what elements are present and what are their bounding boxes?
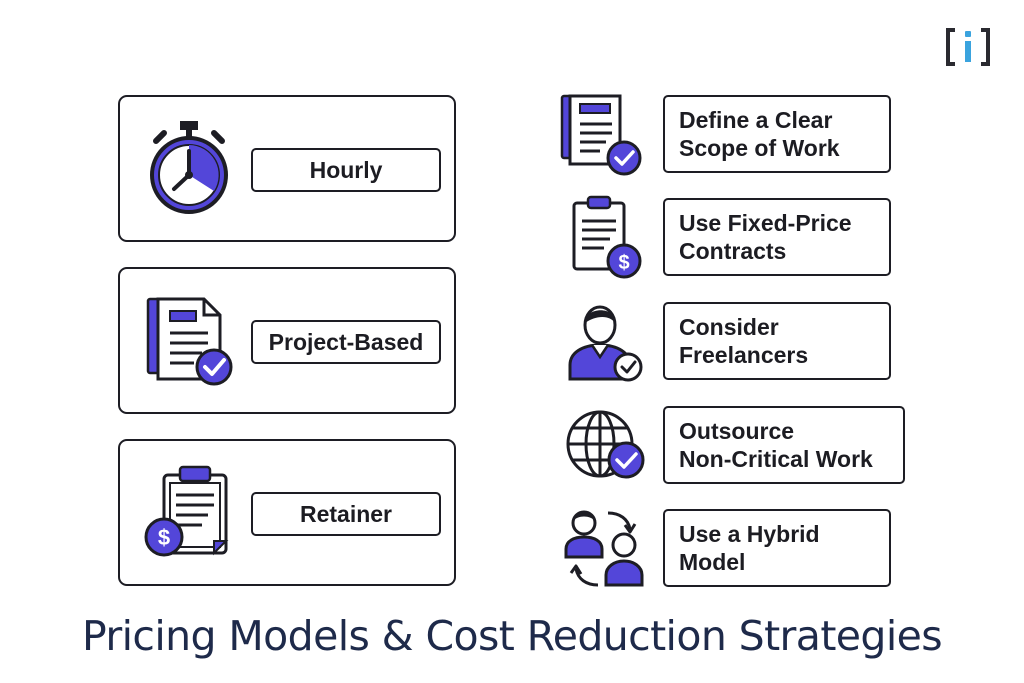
- strategy-line: Outsource: [679, 418, 795, 444]
- brand-logo-icon: [946, 28, 990, 66]
- strategy-hybrid-model: Use a Hybrid Model: [663, 509, 891, 587]
- pricing-label-hourly: Hourly: [251, 148, 441, 192]
- page-title: Pricing Models & Cost Reduction Strategi…: [81, 612, 943, 660]
- stopwatch-icon: [150, 121, 228, 214]
- clipboard-dollar-icon: $: [572, 195, 642, 279]
- person-check-icon: [568, 305, 643, 382]
- document-check-icon: [146, 297, 233, 386]
- document-check-icon: [560, 94, 642, 176]
- people-exchange-icon: [564, 510, 644, 587]
- strategy-line: Use a Hybrid: [679, 521, 820, 547]
- strategy-define-scope: Define a Clear Scope of Work: [663, 95, 891, 173]
- strategy-freelancers: Consider Freelancers: [663, 302, 891, 380]
- svg-text:$: $: [618, 252, 629, 274]
- clipboard-dollar-icon: $: [144, 465, 229, 557]
- strategy-line: Consider: [679, 314, 779, 340]
- pricing-card-retainer: $ Retainer: [118, 439, 456, 586]
- strategy-line: Model: [679, 549, 746, 575]
- svg-text:$: $: [158, 525, 170, 550]
- strategy-outsource: Outsource Non-Critical Work: [663, 406, 905, 484]
- pricing-label-retainer: Retainer: [251, 492, 441, 536]
- strategy-fixed-price: Use Fixed-Price Contracts: [663, 198, 891, 276]
- pricing-card-project-based: Project-Based: [118, 267, 456, 414]
- pricing-label-project-based: Project-Based: [251, 320, 441, 364]
- globe-check-icon: [566, 410, 645, 479]
- strategy-line: Define a Clear: [679, 107, 833, 133]
- pricing-card-hourly: Hourly: [118, 95, 456, 242]
- strategy-line: Use Fixed-Price: [679, 210, 852, 236]
- strategy-line: Non-Critical Work: [679, 446, 873, 472]
- strategy-line: Scope of Work: [679, 135, 840, 161]
- strategy-line: Contracts: [679, 238, 787, 264]
- strategy-line: Freelancers: [679, 342, 809, 368]
